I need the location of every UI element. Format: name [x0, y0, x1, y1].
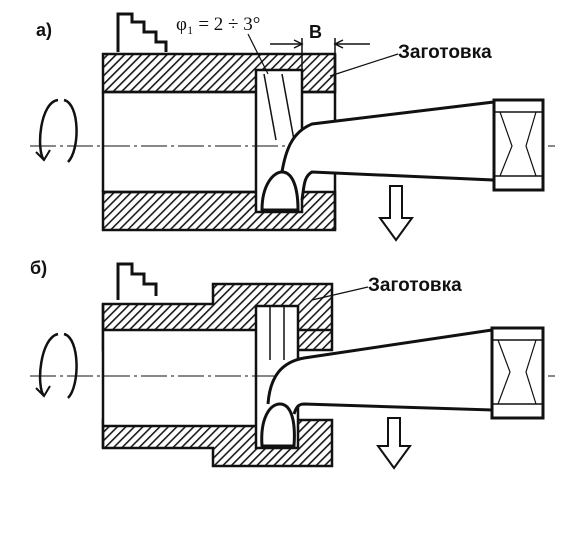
tool-tip — [260, 170, 300, 212]
figure-b: б) Заготовка — [30, 258, 555, 470]
dimension-b-label: B — [309, 22, 322, 42]
angle-label: φ₁ = 2 ÷ 3° — [176, 14, 260, 35]
figure-a-label: а) — [36, 20, 52, 40]
rotation-arrow-icon — [35, 98, 78, 163]
chuck-jaw-icon — [116, 12, 168, 52]
chuck-jaw-icon — [116, 262, 158, 300]
figure-a: а) — [30, 12, 555, 242]
tool-tip — [260, 402, 296, 448]
workpiece-label-a: Заготовка — [398, 42, 492, 63]
feed-direction-arrow-icon — [376, 417, 412, 470]
figure-b-label: б) — [30, 258, 47, 278]
rotation-arrow-icon — [35, 332, 78, 399]
feed-direction-arrow-icon — [378, 185, 414, 242]
boring-bar — [278, 100, 496, 201]
workpiece-label-b: Заготовка — [368, 275, 462, 296]
